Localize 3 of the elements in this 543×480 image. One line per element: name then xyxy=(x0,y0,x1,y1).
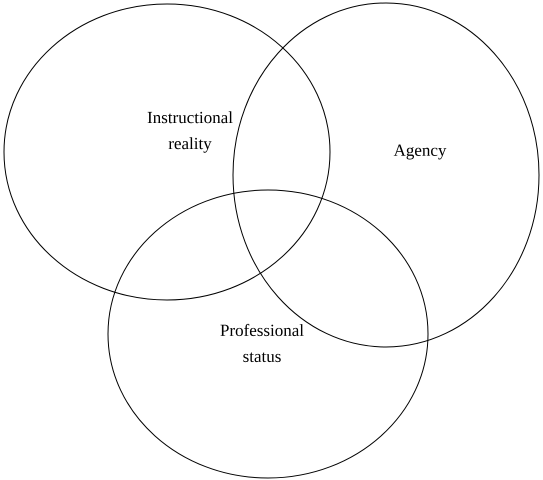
circle-label: Professional status xyxy=(220,324,304,362)
circle-label: Agency xyxy=(394,144,446,160)
circle-label: Instructional reality xyxy=(148,111,233,153)
